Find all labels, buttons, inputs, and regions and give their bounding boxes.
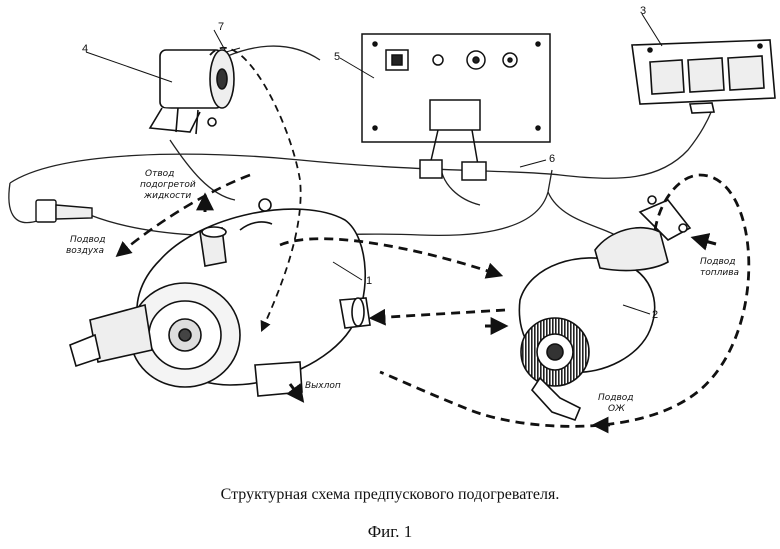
- figure-caption-title: Структурная схема предпускового подогрев…: [0, 486, 780, 504]
- label-hot-coolant-out-1: Отвод: [145, 169, 174, 179]
- callout-2: 2: [652, 309, 658, 321]
- label-air-in-2: воздуха: [66, 246, 104, 256]
- figure-caption-number: Фиг. 1: [0, 522, 780, 542]
- label-hot-coolant-out-2: подогретой: [140, 180, 196, 190]
- label-fuel-in-2: топлива: [700, 268, 739, 278]
- label-exhaust: Выхлоп: [305, 381, 341, 391]
- label-coolant-in-2: ОЖ: [608, 404, 625, 414]
- control-unit: [632, 40, 775, 113]
- heater-unit: [70, 199, 370, 396]
- callout-5: 5: [334, 51, 340, 63]
- fuel-pump-unit: [150, 50, 234, 134]
- label-coolant-in-1: Подвод: [598, 393, 634, 403]
- label-hot-coolant-out-3: жидкости: [143, 191, 191, 201]
- control-panel: [362, 34, 550, 180]
- air-connector: [36, 200, 92, 222]
- callout-4: 4: [82, 43, 88, 55]
- callout-6: 6: [549, 153, 555, 165]
- callout-3: 3: [640, 5, 646, 17]
- label-air-in-1: Подвод: [70, 235, 106, 245]
- callout-1: 1: [366, 275, 372, 287]
- callout-7: 7: [218, 21, 224, 33]
- label-fuel-in-1: Подвод: [700, 257, 736, 267]
- wiring-harness: [9, 46, 712, 236]
- preheater-diagram: 1 2 3 4 5 6 7 Отвод подогретой жидкости …: [0, 0, 780, 480]
